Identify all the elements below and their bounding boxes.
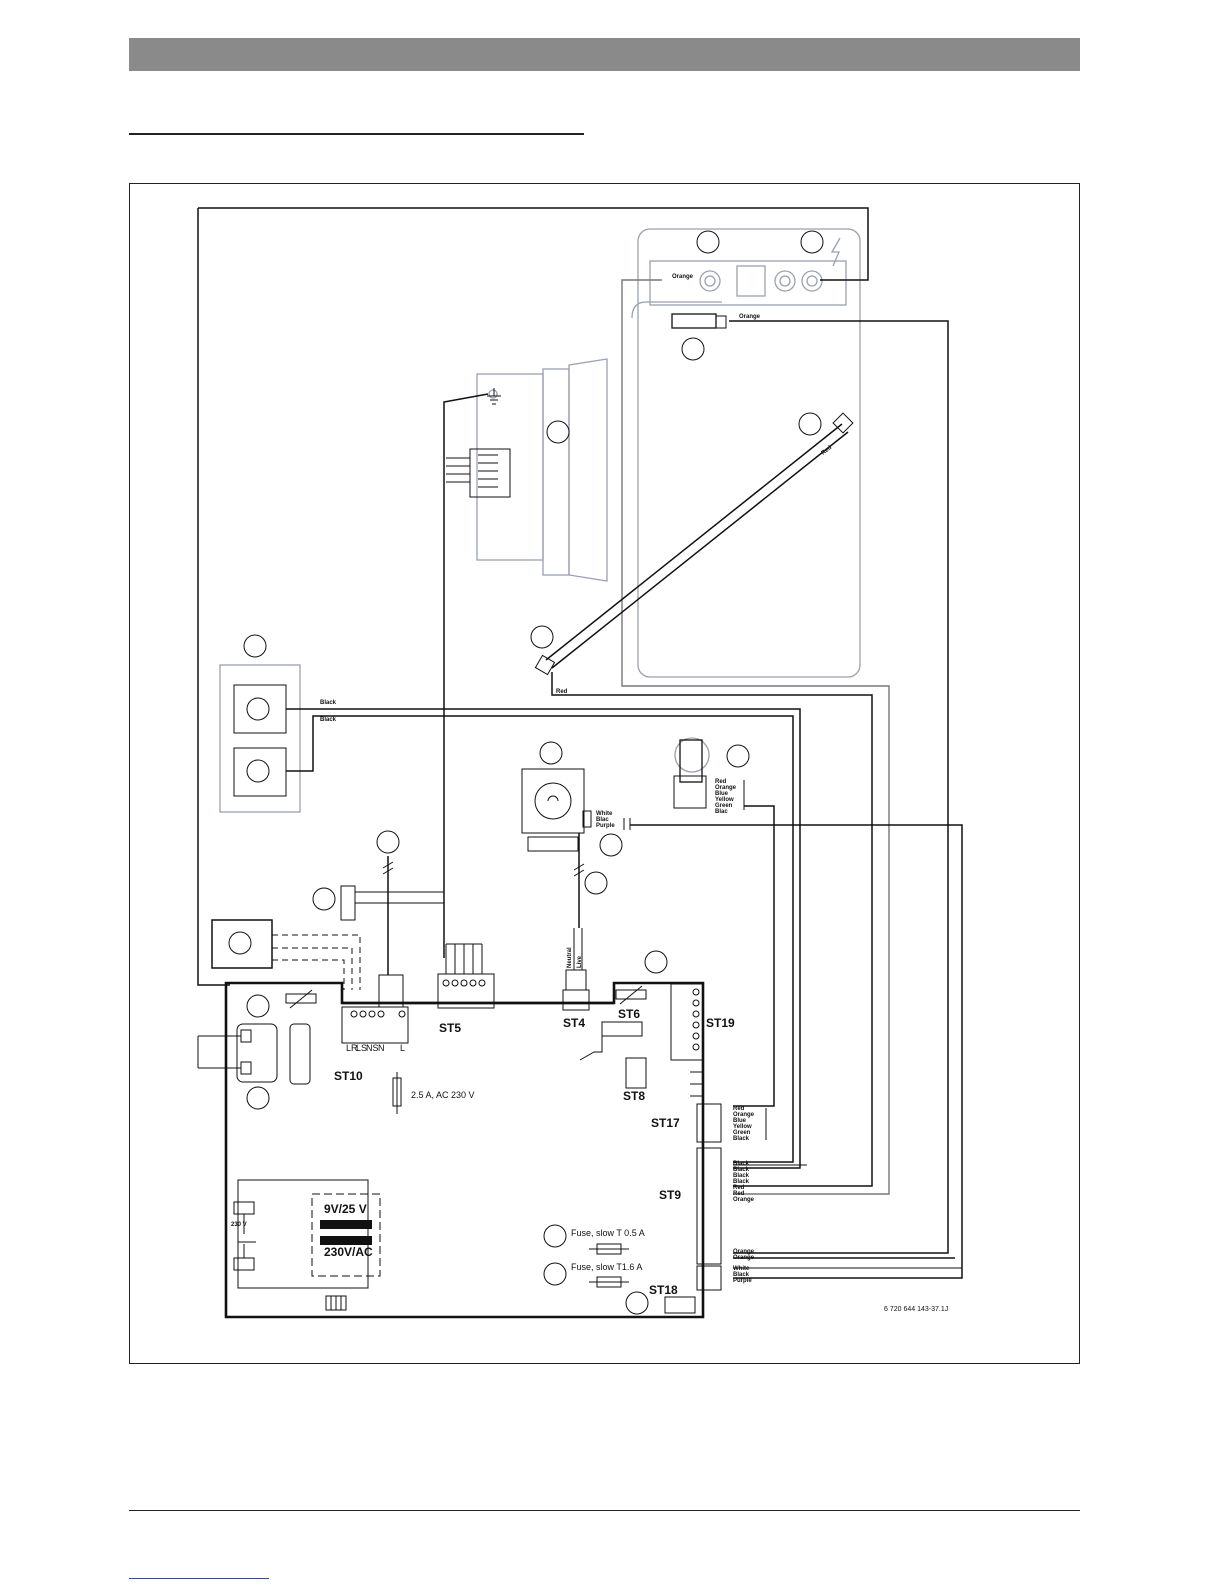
st9-wire: Black <box>733 1173 750 1179</box>
temperature-sensor-block <box>312 830 444 975</box>
st17-wire: Yellow <box>733 1124 752 1130</box>
transformer-primary: 230V/AC <box>324 1245 373 1259</box>
diverter-valve <box>673 737 750 809</box>
st5-label: ST5 <box>439 1021 461 1035</box>
st18-wire: White <box>733 1266 750 1272</box>
wire-color-label: Red <box>821 445 834 457</box>
st17-wire: Black <box>733 1136 750 1142</box>
ignition-electrode <box>530 412 854 676</box>
st9-wire: Orange <box>733 1197 755 1203</box>
st17-wire: Blue <box>733 1118 747 1124</box>
transformer <box>233 1179 381 1289</box>
wire-color-label: Orange <box>739 314 761 320</box>
st10-terminal: LR <box>346 1043 358 1053</box>
diagram-frame <box>129 183 1080 1364</box>
st9-wire: Black <box>733 1179 750 1185</box>
wire-color-label: Black <box>320 717 337 723</box>
fuse-label: Fuse, slow T1.6 A <box>571 1262 642 1272</box>
mains-fuse-label: 2.5 A, AC 230 V <box>411 1090 475 1100</box>
st9-wire: Black <box>733 1167 750 1173</box>
footer-rule <box>129 1510 1080 1511</box>
pressure-switch <box>219 634 301 813</box>
st17-wire: Red <box>733 1106 745 1112</box>
footer-link-underline[interactable] <box>129 1578 269 1579</box>
st10-terminal: L <box>400 1043 405 1053</box>
st10-terminal: LS <box>356 1043 367 1053</box>
st18-wire: Black <box>733 1272 750 1278</box>
room-thermostat <box>211 919 361 990</box>
st5-connector <box>437 943 495 1009</box>
pcb-outline <box>224 981 705 1319</box>
pump-wire-label: White <box>596 811 613 817</box>
valve-wire-label: Red <box>715 779 727 785</box>
pump-wire-label: Blac <box>596 817 609 823</box>
document-code: 6 720 644 143-37.1J <box>884 1306 948 1313</box>
st18-wire: Purple <box>733 1278 752 1284</box>
st9-wire: Orange <box>733 1249 755 1255</box>
st17-label: ST17 <box>651 1116 680 1130</box>
wire-color-label: Red <box>556 689 568 695</box>
st10-terminal: N <box>378 1043 385 1053</box>
st8-label: ST8 <box>623 1089 645 1103</box>
st4-wire: Neutral <box>567 947 573 968</box>
st19-label: ST19 <box>706 1016 735 1030</box>
st4-wire: Live <box>577 955 583 968</box>
valve-wire-label: Green <box>715 803 733 809</box>
pump-wire-label: Purple <box>596 823 615 829</box>
st9-label: ST9 <box>659 1188 681 1202</box>
valve-wire-label: Orange <box>715 785 737 791</box>
st18-connector <box>696 1265 722 1291</box>
st10-label: ST10 <box>334 1069 363 1083</box>
st17-wire: Orange <box>733 1112 755 1118</box>
st6-label: ST6 <box>618 1007 640 1021</box>
valve-wire-label: Blac <box>715 809 728 815</box>
header-bar <box>129 38 1080 71</box>
st17-wire: Green <box>733 1130 751 1136</box>
st4-label: ST4 <box>563 1016 585 1030</box>
heat-exchanger-housing <box>631 228 861 678</box>
st9-wire: Black <box>733 1161 750 1167</box>
transformer-secondary: 9V/25 V <box>324 1202 367 1216</box>
st4-connector <box>562 928 590 1011</box>
transformer-input: 230 V <box>231 1222 247 1228</box>
st17-connector <box>696 1103 722 1143</box>
pump <box>521 741 623 895</box>
st9-wire: Red <box>733 1185 745 1191</box>
st9-wire: Orange <box>733 1255 755 1261</box>
st9-connector <box>696 1147 722 1265</box>
st10-terminal: NS <box>366 1043 379 1053</box>
valve-wire-label: Yellow <box>715 797 734 803</box>
st18-label: ST18 <box>649 1283 678 1297</box>
st10-connector <box>341 974 409 1044</box>
st9-wire: Red <box>733 1191 745 1197</box>
fan-housing <box>469 358 608 582</box>
wire-color-label: Black <box>320 700 337 706</box>
title-rule <box>129 133 584 135</box>
wire-color-label: Orange <box>672 274 694 280</box>
fuse-label: Fuse, slow T 0.5 A <box>571 1228 645 1238</box>
valve-wire-label: Blue <box>715 791 729 797</box>
st19-connector <box>670 983 704 1061</box>
